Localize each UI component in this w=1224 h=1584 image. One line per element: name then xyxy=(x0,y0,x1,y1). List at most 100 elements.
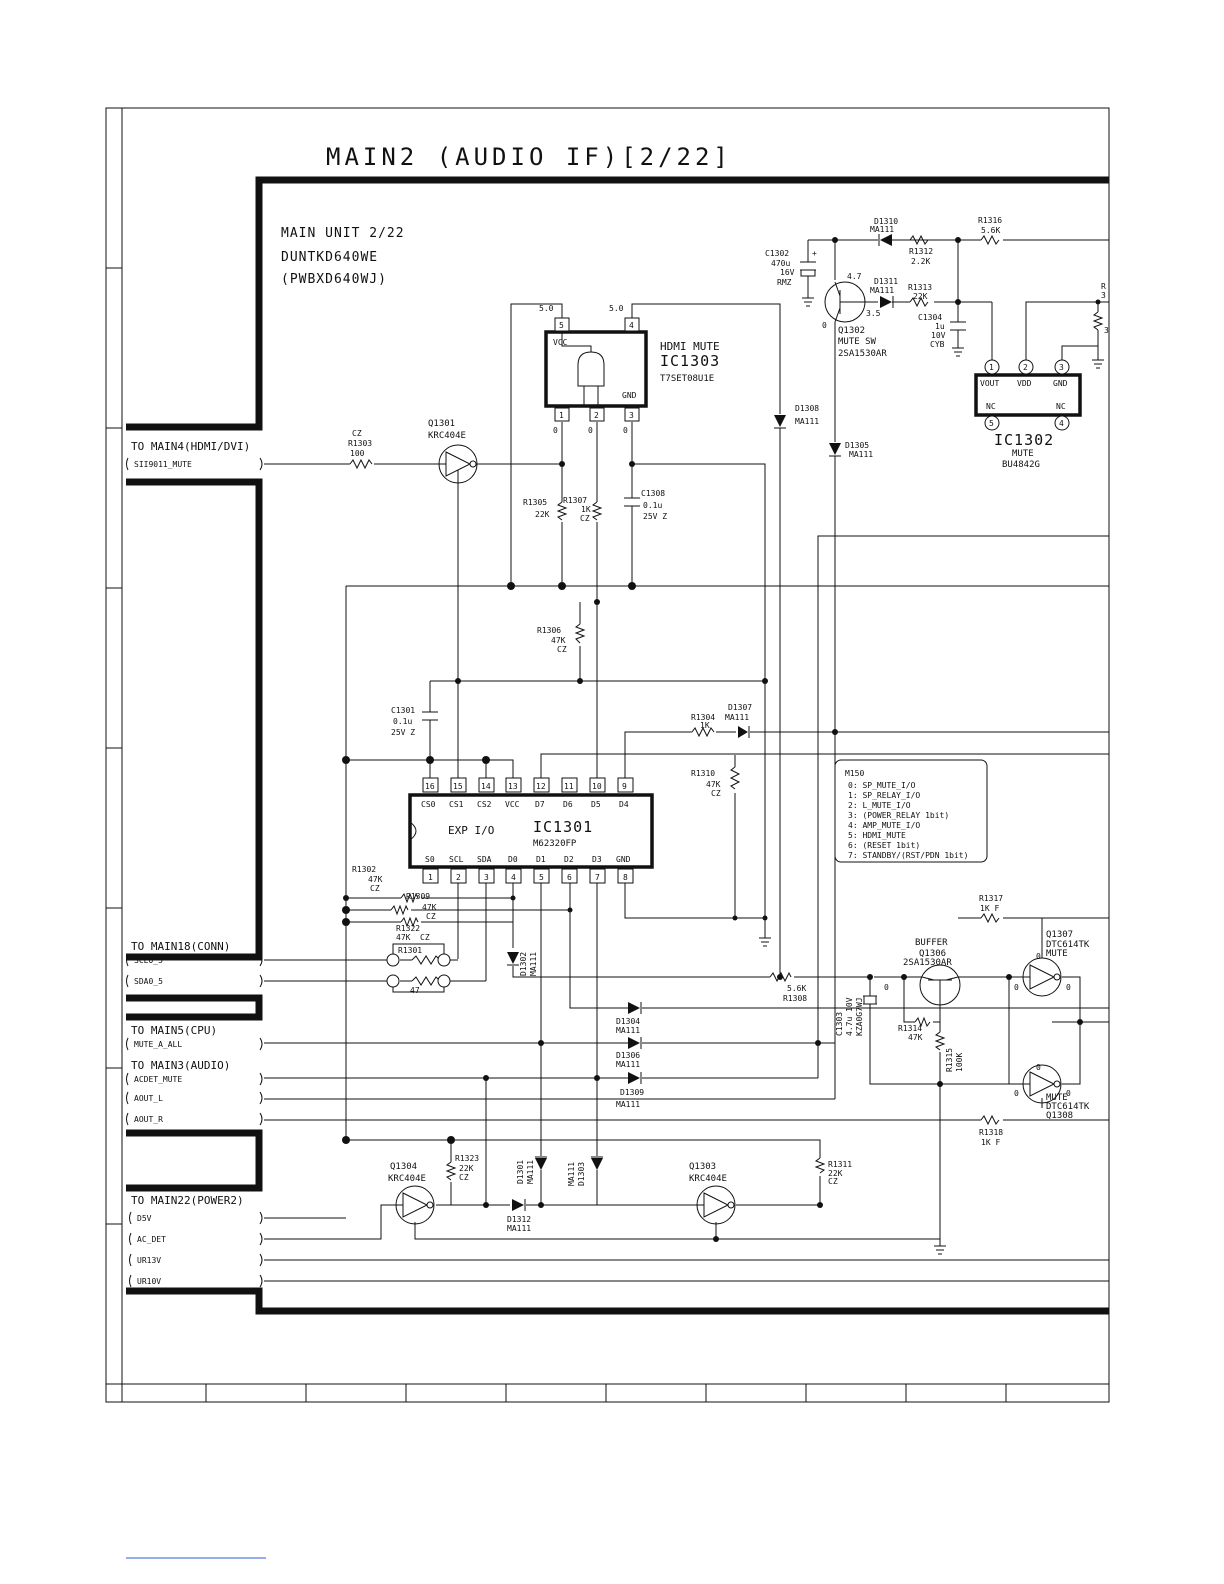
ic1301: EXP I/O IC1301 M62320FP 16 15 14 13 12 1… xyxy=(408,777,654,884)
ic1302-pin-name: NC xyxy=(986,402,996,411)
unit-code: DUNTKD640WE xyxy=(281,250,378,265)
component-labels: Q1301 KRC404E CZ R1303 100 R1305 22K R13… xyxy=(348,216,1109,1233)
ic1301-pin: 8 xyxy=(623,873,628,882)
r1309-grade: CZ xyxy=(426,912,436,921)
c1301-rating: 25V Z xyxy=(391,728,415,737)
ic1301-pin-name: D3 xyxy=(592,855,602,864)
q1303-symbol xyxy=(692,1185,736,1225)
m150-title: M150 xyxy=(845,769,864,778)
connector-header: TO MAIN4(HDMI/DVI) xyxy=(131,440,250,453)
r1308-ref: R1308 xyxy=(783,994,807,1003)
q1307-func: MUTE xyxy=(1046,949,1068,959)
d1301-ref: D1301 xyxy=(516,1160,525,1184)
ic1301-pin-name: S0 xyxy=(425,855,435,864)
ic1301-pin: 13 xyxy=(508,782,518,791)
ic1302-part: BU4842G xyxy=(1002,460,1040,470)
q1301-part: KRC404E xyxy=(428,431,466,441)
m150-line: 1: SP_RELAY_I/O xyxy=(848,791,920,800)
q1307-ref: Q1307 xyxy=(1046,930,1073,940)
r1316-ref: R1316 xyxy=(978,216,1002,225)
signal-label: SDA0_5 xyxy=(134,977,163,986)
ic1303-ref: IC1303 xyxy=(660,352,720,370)
ic1301-pin-name: D7 xyxy=(535,800,545,809)
rotated-labels: D1302 MA111 D1301 MA111 MA111 D1303 C130… xyxy=(516,952,964,1186)
d1306-part: MA111 xyxy=(616,1060,640,1069)
r1302-ref: R1302 xyxy=(352,865,376,874)
page-title: MAIN2 (AUDIO IF)[2/22] xyxy=(326,143,732,171)
r1317-value: 1K F xyxy=(980,904,999,913)
r1315-value: 100K xyxy=(955,1053,964,1072)
ic1303-pin: 2 xyxy=(594,411,599,420)
r1302-grade: CZ xyxy=(370,884,380,893)
q1308-symbol xyxy=(1022,1064,1062,1104)
q1303-part: KRC404E xyxy=(689,1174,727,1184)
r1313-value: 22K xyxy=(913,292,928,301)
d1312-part: MA111 xyxy=(507,1224,531,1233)
ic1301-pin: 4 xyxy=(511,873,516,882)
signal-label: D5V xyxy=(137,1214,152,1223)
voltage-label: 0 xyxy=(884,983,889,992)
ic1301-func: EXP I/O xyxy=(448,824,494,837)
d1306-ref: D1306 xyxy=(616,1051,640,1060)
q1302-part: 2SA1530AR xyxy=(838,349,887,359)
q1307-symbol xyxy=(1022,957,1062,997)
voltage-label: 0 xyxy=(822,321,827,330)
r1303-grade: CZ xyxy=(352,429,362,438)
r1302-value: 47K xyxy=(368,875,383,884)
d1301-part: MA111 xyxy=(526,1160,535,1184)
d1308-part: MA111 xyxy=(795,417,819,426)
ic1302-pin: 3 xyxy=(1059,363,1064,372)
signal-label: ACDET_MUTE xyxy=(134,1075,182,1084)
r1303-ref: R1303 xyxy=(348,439,372,448)
c1302-grade: RMZ xyxy=(777,278,792,287)
r1312-value: 2.2K xyxy=(911,257,930,266)
ic1301-pin: 16 xyxy=(425,782,435,791)
wiring xyxy=(264,239,1109,1282)
ic1301-pin-name: D4 xyxy=(619,800,629,809)
d1308-ref: D1308 xyxy=(795,404,819,413)
r1310-grade: CZ xyxy=(711,789,721,798)
d1310-part: MA111 xyxy=(870,225,894,234)
ic1301-pin-name: D1 xyxy=(536,855,546,864)
ic1301-pin-name: CS0 xyxy=(421,800,436,809)
ic1301-pin: 9 xyxy=(622,782,627,791)
r1316-value: 5.6K xyxy=(981,226,1000,235)
q1301-symbol xyxy=(438,444,478,484)
connector-header: TO MAIN18(CONN) xyxy=(131,940,230,953)
r1306-grade: CZ xyxy=(557,645,567,654)
r1310-value: 47K xyxy=(706,780,721,789)
c1302-value: 470u xyxy=(771,259,790,268)
ic1301-pin-name: VCC xyxy=(505,800,520,809)
ic1303-voltage: 0 xyxy=(588,426,593,435)
m150-line: 3: (POWER_RELAY 1bit) xyxy=(848,811,949,820)
ic1301-pin-name: D5 xyxy=(591,800,601,809)
connector-main18: TO MAIN18(CONN) SCL0_5 SDA0_5 xyxy=(126,940,263,988)
d1302-ref: D1302 xyxy=(519,952,528,976)
connector-main3: TO MAIN3(AUDIO) ACDET_MUTE AOUT_L AOUT_R xyxy=(126,1059,263,1126)
q1306-part: 2SA1530AR xyxy=(903,958,952,968)
ic1302-pin: 2 xyxy=(1023,363,1028,372)
r1308-value: 5.6K xyxy=(787,984,806,993)
ic1302-pin: 4 xyxy=(1059,419,1064,428)
c1301-ref: C1301 xyxy=(391,706,415,715)
r1309-ref: R1309 xyxy=(406,892,430,901)
c1308-rating: 25V Z xyxy=(643,512,667,521)
connector-header: TO MAIN5(CPU) xyxy=(131,1024,217,1037)
ic1301-pin: 12 xyxy=(536,782,546,791)
ic1303-pin: 1 xyxy=(559,411,564,420)
ic1301-pin-name: SCL xyxy=(449,855,464,864)
signal-label: UR10V xyxy=(137,1277,161,1286)
r1311-ref: R1311 xyxy=(828,1160,852,1169)
d1312-ref: D1312 xyxy=(507,1215,531,1224)
c1302-rating: 16V xyxy=(780,268,795,277)
q1307-part: DTC614TK xyxy=(1046,940,1090,950)
q1306-func: BUFFER xyxy=(915,938,948,948)
q1304-symbol xyxy=(395,1185,435,1225)
ic1301-pin-name: SDA xyxy=(477,855,492,864)
r1301-value: 47 xyxy=(410,986,420,995)
r1323-grade: CZ xyxy=(459,1173,469,1182)
ic1303-voltage: 5.0 xyxy=(539,304,554,313)
r1322-ref: R1322 xyxy=(396,924,420,933)
ic1302-pin-name: NC xyxy=(1056,402,1066,411)
